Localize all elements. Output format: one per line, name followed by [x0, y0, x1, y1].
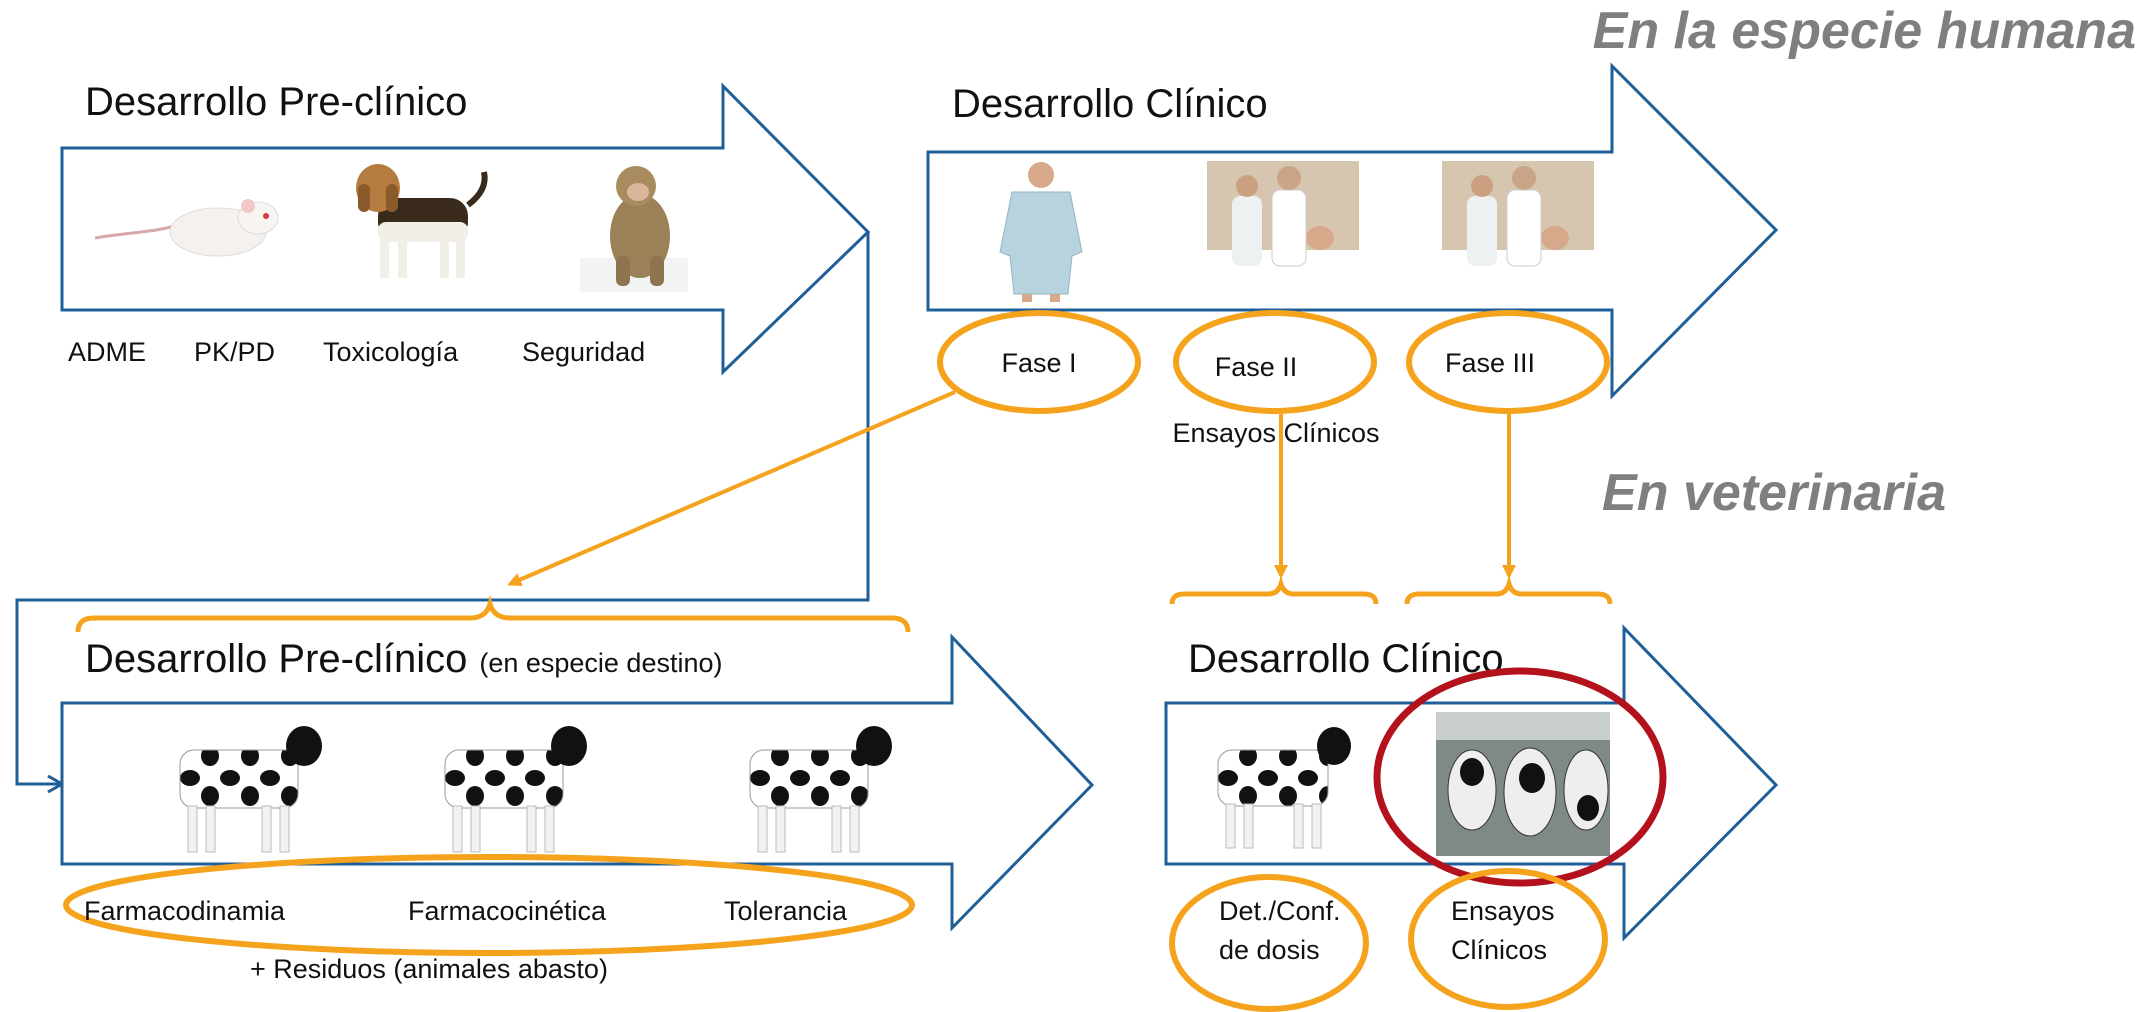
hospital-bed-image [1207, 161, 1359, 303]
label-farmacodinamia: Farmacodinamia [84, 896, 286, 926]
monkey-image [580, 166, 688, 292]
top-preclinical-label-toxicologia: Toxicología [323, 337, 459, 367]
bottom-preclinical-title: Desarrollo Pre-clínico (en especie destin… [85, 637, 723, 681]
phase-3-brace [1404, 575, 1613, 605]
rat-image [94, 199, 279, 257]
clinical-trials-caption: Ensayos Clínicos [1172, 418, 1379, 448]
bottom-preclinical-title-main: Desarrollo Pre-clínico [85, 637, 467, 681]
field-trials-red-ellipse [1373, 667, 1667, 887]
phase-3-ellipse [1406, 310, 1610, 414]
phase-2-label: Fase II [1215, 352, 1298, 382]
phase-2-ellipse [1173, 310, 1377, 414]
phase-1-to-preclinical-arrow [507, 390, 956, 587]
cattle-herd-image [1436, 712, 1610, 856]
field-trials-label-line1: Ensayos [1451, 896, 1555, 926]
patient-gown-image [999, 162, 1083, 302]
phase-1-ellipse [937, 310, 1141, 414]
bottom-preclinical-title-suffix: (en especie destino) [479, 648, 722, 678]
dose-label-line2: de dosis [1219, 935, 1320, 965]
cow-image [444, 726, 587, 853]
beagle-dog-image [356, 164, 488, 278]
top-clinical-title: Desarrollo Clínico [952, 82, 1268, 126]
field-trials-ellipse [1408, 868, 1608, 1010]
phase-3-label: Fase III [1445, 348, 1535, 378]
preclinical-studies-ellipse [63, 854, 915, 956]
dose-label-line1: Det./Conf. [1219, 896, 1341, 926]
bottom-preclinical-block: Desarrollo Pre-clínico (en especie destin… [60, 633, 1095, 984]
cow-image [1217, 727, 1351, 849]
residues-note: + Residuos (animales abasto) [250, 954, 608, 984]
bottom-preclinical-arrow [60, 633, 1095, 932]
field-trials-label-line2: Clínicos [1451, 935, 1547, 965]
top-preclinical-block: Desarrollo Pre-clínico [60, 80, 871, 376]
cow-image [179, 726, 322, 853]
heading-vet: En veterinaria [1602, 464, 1946, 522]
bottom-clinical-title: Desarrollo Clínico [1188, 637, 1504, 681]
top-preclinical-label-adme: ADME [68, 337, 146, 367]
top-preclinical-label-seguridad: Seguridad [522, 337, 645, 367]
pre-to-target-species-connector [15, 232, 870, 784]
bottom-clinical-block: Desarrollo Clínico Det./Conf. de dosis E… [1164, 624, 1779, 1012]
cow-image [749, 726, 892, 853]
top-preclinical-title: Desarrollo Pre-clínico [85, 80, 467, 124]
preclinical-brace [75, 594, 911, 633]
dose-ellipse [1169, 874, 1369, 1012]
phase-1-label: Fase I [1001, 348, 1076, 378]
hospital-bed-image [1442, 161, 1594, 303]
label-tolerancia: Tolerancia [724, 896, 848, 926]
label-farmacocinetica: Farmacocinética [408, 896, 607, 926]
top-preclinical-label-pkpd: PK/PD [194, 337, 275, 367]
phase-2-brace [1169, 575, 1379, 605]
heading-human: En la especie humana [1593, 2, 2136, 60]
top-clinical-block: Desarrollo Clínico [926, 62, 1779, 448]
